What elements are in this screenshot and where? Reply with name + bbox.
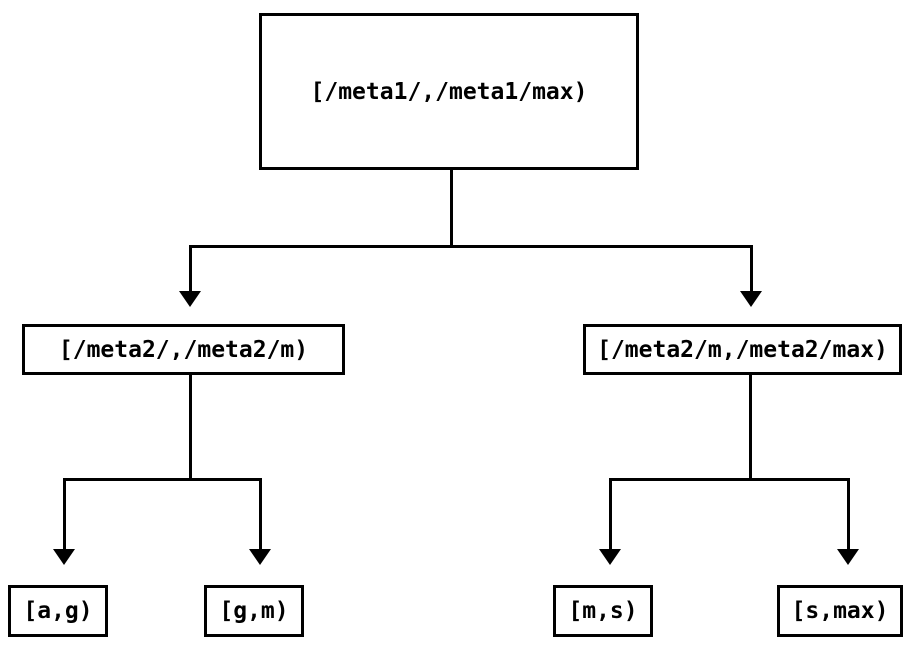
leaf-node-g-m: [g,m)	[204, 585, 304, 637]
arrowhead-down-icon	[837, 549, 859, 565]
connector-line	[62, 478, 262, 481]
node-label: [a,g)	[23, 598, 93, 624]
connector-line	[258, 478, 262, 550]
leaf-node-a-g: [a,g)	[8, 585, 108, 637]
arrowhead-down-icon	[599, 549, 621, 565]
node-label: [m,s)	[568, 598, 638, 624]
node-label: [s,max)	[791, 598, 889, 624]
arrowhead-down-icon	[53, 549, 75, 565]
root-node-meta1-range: [/meta1/,/meta1/max)	[259, 13, 639, 170]
leaf-node-s-max: [s,max)	[777, 585, 903, 637]
connector-line	[748, 375, 752, 481]
connector-line	[449, 170, 453, 247]
node-label: [/meta1/,/meta1/max)	[310, 78, 588, 105]
node-label: [/meta2/m,/meta2/max)	[597, 336, 888, 363]
connector-line	[608, 478, 850, 481]
connector-line	[749, 244, 753, 293]
node-meta2-upper-range: [/meta2/m,/meta2/max)	[583, 324, 902, 375]
connector-line	[62, 478, 66, 550]
connector-line	[188, 244, 192, 293]
leaf-node-m-s: [m,s)	[553, 585, 653, 637]
arrowhead-down-icon	[249, 549, 271, 565]
arrowhead-down-icon	[740, 291, 762, 307]
connector-line	[188, 375, 192, 481]
node-label: [g,m)	[219, 598, 289, 624]
node-label: [/meta2/,/meta2/m)	[58, 336, 309, 363]
connector-line	[846, 478, 850, 550]
node-meta2-lower-range: [/meta2/,/meta2/m)	[22, 324, 345, 375]
connector-line	[608, 478, 612, 550]
arrowhead-down-icon	[179, 291, 201, 307]
connector-line	[188, 244, 753, 248]
